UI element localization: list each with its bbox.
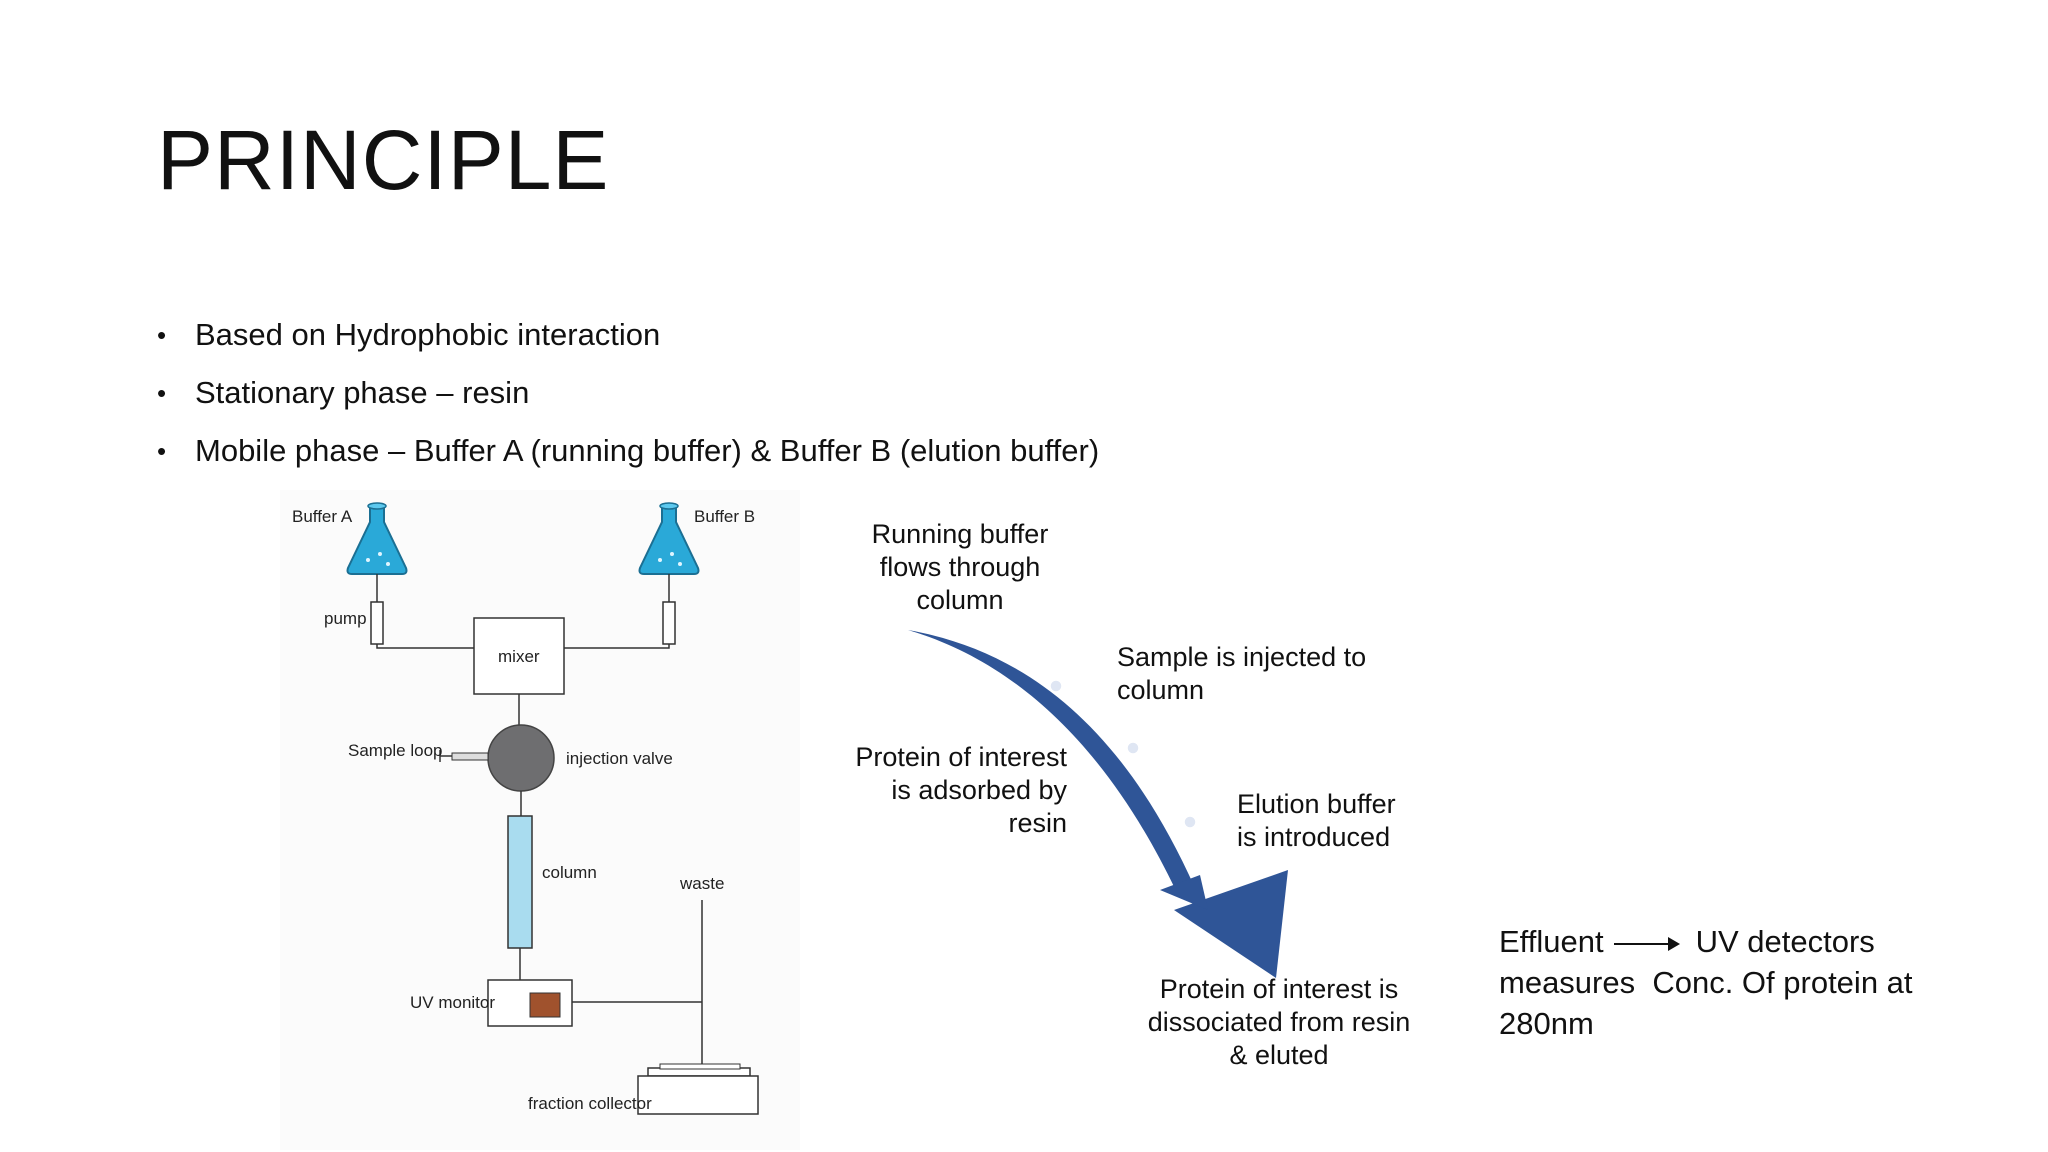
bullet-list: • Based on Hydrophobic interaction • Stati…	[157, 306, 1099, 480]
buffer-b-flask-icon	[638, 502, 700, 575]
injection-valve-icon	[487, 724, 555, 792]
flow-text-line: column	[1117, 675, 1205, 705]
bullet-text: Stationary phase – resin	[195, 375, 530, 410]
bullet-item: • Based on Hydrophobic interaction	[157, 306, 1099, 364]
bullet-item: • Stationary phase – resin	[157, 364, 1099, 422]
flow-point-icon	[1183, 815, 1197, 829]
uv-window-icon	[529, 992, 561, 1018]
right-arrow-icon	[1613, 936, 1680, 951]
chromatography-apparatus-diagram: Buffer A Buffer B pump mixer Sample loop…	[280, 490, 800, 1150]
pump-b	[662, 601, 676, 645]
flow-text-line: Protein of interest is	[1159, 974, 1399, 1004]
flow-step-sample-injected: Sample is injected to column	[1117, 641, 1417, 707]
bullet-icon: •	[157, 378, 167, 408]
flow-text-line: Running buffer	[871, 519, 1049, 549]
flow-point-icon	[1049, 679, 1063, 693]
sample-loop-label: Sample loop	[348, 741, 443, 760]
waste-label: waste	[679, 874, 724, 893]
flow-step-running-buffer: Running buffer flows through column	[850, 518, 1070, 617]
flow-text-line: is adsorbed by	[891, 775, 1067, 805]
buffer-a-label: Buffer A	[292, 507, 353, 526]
bullet-text: Based on Hydrophobic interaction	[195, 317, 661, 352]
process-flow-arrow	[908, 630, 1288, 978]
fraction-collector-icon	[637, 1075, 759, 1115]
pump-a	[370, 601, 384, 645]
flow-text-line: Protein of interest	[855, 742, 1067, 772]
flow-text-line: column	[916, 585, 1004, 615]
bullet-icon: •	[157, 320, 167, 350]
flow-text-line: dissociated from resin	[1147, 1007, 1411, 1037]
injection-valve-label: injection valve	[566, 749, 673, 768]
pump-label: pump	[324, 609, 367, 628]
flow-step-elution-buffer: Elution buffer is introduced	[1237, 788, 1477, 854]
bullet-text: Mobile phase – Buffer A (running buffer)…	[195, 433, 1100, 468]
effluent-to: UV detectors	[1695, 924, 1875, 959]
buffer-b-label: Buffer B	[694, 507, 755, 526]
flow-text-line: & eluted	[1229, 1040, 1329, 1070]
flow-text-line: Elution buffer	[1237, 789, 1396, 819]
flow-text-line: resin	[1008, 808, 1067, 838]
column-icon	[507, 815, 533, 949]
flow-text-line: is introduced	[1237, 822, 1391, 852]
flow-step-protein-adsorbed: Protein of interest is adsorbed by resin	[820, 741, 1067, 840]
uv-monitor-label: UV monitor	[410, 993, 495, 1012]
bullet-item: • Mobile phase – Buffer A (running buffer…	[157, 422, 1099, 480]
slide-title: PRINCIPLE	[157, 113, 610, 207]
column-label: column	[542, 863, 597, 882]
flow-step-protein-eluted: Protein of interest is dissociated from …	[1128, 973, 1430, 1072]
effluent-from: Effluent	[1499, 924, 1604, 959]
flow-text-line: flows through	[879, 552, 1041, 582]
bullet-icon: •	[157, 436, 167, 466]
mixer-label: mixer	[498, 647, 540, 666]
flow-point-icon	[1126, 741, 1140, 755]
fraction-collector-label: fraction collector	[528, 1094, 652, 1113]
effluent-line-3: 280nm	[1499, 1006, 1594, 1041]
flow-text-line: Sample is injected to	[1117, 642, 1367, 672]
effluent-note: Effluent UV detectors measures Conc. Of p…	[1499, 921, 1959, 1044]
buffer-a-flask-icon	[346, 502, 408, 575]
effluent-line-2: measures Conc. Of protein at	[1499, 965, 1913, 1000]
effluent-line-1: Effluent UV detectors	[1499, 921, 1959, 962]
